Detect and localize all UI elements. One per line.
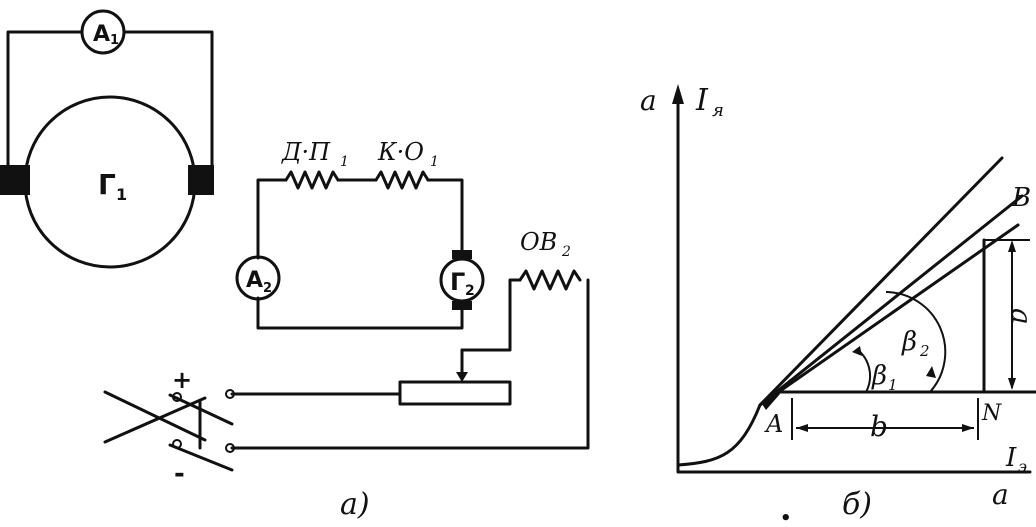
point-b-label: B [1011, 183, 1031, 213]
y-axis-arrow [672, 84, 684, 104]
dim-a-arrow-bottom [1008, 378, 1016, 390]
point-n-label: N [981, 401, 1002, 426]
dim-b-arrow-right [962, 424, 974, 432]
minus-sign: - [174, 459, 185, 489]
angle-beta2-arrow [926, 366, 936, 378]
g2-brush-top [452, 250, 472, 259]
y-axis-label: I [695, 83, 709, 118]
point-a-label: A [764, 410, 783, 438]
g2-brush-bottom [452, 301, 472, 310]
generator-g2-sub: 2 [465, 283, 475, 299]
y-axis-sub: я [712, 100, 724, 121]
field-winding-label: ОВ [520, 228, 557, 256]
segment-a-label: a [1005, 308, 1036, 325]
curve-upper [676, 156, 1004, 467]
resistor-dp1 [284, 170, 340, 190]
wire-a1-right [122, 30, 214, 167]
angle-beta2-arc [885, 291, 947, 393]
rheostat [398, 380, 512, 406]
field-winding-sub: 2 [561, 244, 571, 260]
resistor-dp1-label: Д·П [281, 138, 331, 166]
caption-b: б) [842, 487, 872, 522]
dim-a-arrow-top [1008, 240, 1016, 252]
generator-g1-sub: 1 [116, 185, 127, 204]
switch-cross-2 [103, 396, 207, 444]
x-axis-letter: a [992, 478, 1009, 511]
resistor-ko1 [374, 170, 430, 190]
curve-lower [758, 223, 1020, 407]
reversing-switch: + - [103, 366, 235, 489]
angle-beta1-arc [857, 349, 871, 393]
ammeter-a1-label: A [93, 22, 110, 47]
field-circuit: ОВ 2 [230, 228, 590, 450]
axes [676, 98, 1032, 474]
ammeter-a2-sub: 2 [263, 281, 272, 296]
stray-dot: • [780, 508, 792, 527]
angle-beta1-label: β [871, 361, 887, 391]
wire-top-left [256, 178, 288, 260]
switch-cross-1 [103, 390, 207, 442]
armature-circuit: A 2 Г 2 Д·П 1 К·О 1 [235, 138, 485, 330]
wire-bottom [256, 296, 464, 330]
ammeter-a2 [235, 255, 281, 301]
angle-beta1-sub: 1 [888, 376, 898, 394]
generator-g2-label: Г [450, 268, 465, 296]
generator-g1-label: Г [98, 168, 116, 201]
ammeter-a1 [80, 9, 126, 55]
resistor-dp1-sub: 1 [340, 154, 349, 170]
y-axis-letter: a [640, 84, 657, 117]
caption-a: а) [340, 487, 370, 522]
segment-b-label: b [870, 410, 888, 443]
curve-thick-segment [762, 390, 780, 410]
brush-left [0, 165, 30, 195]
field-winding-ob2 [518, 269, 582, 291]
resistor-ko1-label: К·О [377, 138, 424, 166]
ammeter-a2-label: A [246, 268, 263, 293]
rheostat-slider-arrow [456, 372, 468, 382]
angle-beta1-arrow [852, 346, 862, 356]
switch-blade-2 [168, 443, 234, 472]
wire-field-return [230, 278, 590, 450]
resistor-ko1-sub: 1 [430, 154, 439, 170]
brush-right [188, 165, 214, 195]
switch-terminal-bottom [225, 443, 235, 453]
curve-middle [758, 194, 1024, 407]
graph: a I я a I э a b β 1 β 2 [640, 83, 1036, 527]
wire-top-right [426, 178, 464, 257]
angle-beta2-sub: 2 [919, 342, 930, 360]
wire-a1-left [6, 30, 84, 167]
ammeter-a1-sub: 1 [110, 33, 119, 48]
switch-terminal-top [225, 389, 235, 399]
x-axis-sub: э [1018, 457, 1027, 476]
generator-1-assembly: A 1 Г 1 [0, 9, 214, 269]
dim-b-arrow-left [796, 424, 808, 432]
angle-beta2-label: β [901, 327, 917, 357]
x-axis-label: I [1005, 443, 1017, 473]
plus-sign: + [172, 366, 192, 394]
